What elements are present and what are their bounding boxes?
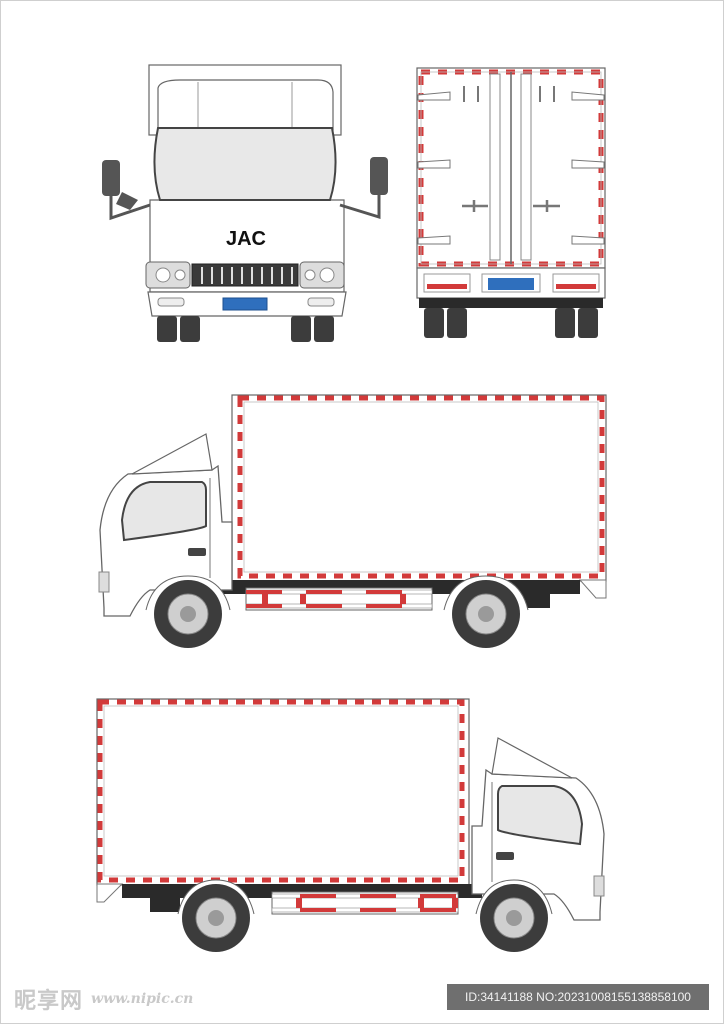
front-wheel-right-inner <box>291 316 311 342</box>
watermark: 昵享网 www.nipic.cn <box>14 984 193 1014</box>
headlight-side-left <box>98 571 110 593</box>
rear-wheel-2 <box>447 308 467 338</box>
headlight-left-lamp-small <box>174 269 186 281</box>
cab-deflector-right <box>491 737 573 779</box>
cab-window-right <box>497 785 584 846</box>
cab-window-left <box>120 481 207 542</box>
fog-lamp-right <box>307 297 335 307</box>
rear-corner-guard-left <box>578 579 607 599</box>
side-reflective-tape-left <box>237 395 605 579</box>
headlight-left-lamp <box>155 267 171 283</box>
side-panel-inner-right <box>103 705 459 877</box>
cab-roof <box>157 79 334 131</box>
front-wheel-right-outer <box>314 316 334 342</box>
rear-hinges <box>417 91 605 245</box>
watermark-url: www.nipic.cn <box>91 991 194 1007</box>
top-latches <box>463 86 555 102</box>
watermark-brand: 昵享网 <box>14 989 84 1014</box>
front-wheel-left-side <box>145 575 231 648</box>
front-license-plate <box>222 297 268 311</box>
brand-logo: JAC <box>226 228 266 250</box>
rear-corner-guard-right <box>96 883 124 903</box>
rear-wheel-1 <box>424 308 444 338</box>
side-cargo-box-right <box>96 698 470 886</box>
lock-bar-right <box>520 73 532 261</box>
headlight-right-lamp <box>319 267 335 283</box>
lock-bar-left <box>489 73 501 261</box>
door-handle-left-icon <box>462 200 488 212</box>
front-wheel-right-side <box>475 879 553 952</box>
roof-lines <box>197 82 293 128</box>
grille-slats <box>201 267 293 284</box>
cab-deflector-left <box>131 433 213 475</box>
side-underrun-guard-left <box>245 587 433 611</box>
fog-lamp-left <box>157 297 185 307</box>
side-reflective-tape-right <box>97 699 465 883</box>
front-wheel-left-inner <box>180 316 200 342</box>
door-handle-right-icon <box>533 200 560 212</box>
mirror-left-icon <box>102 160 120 196</box>
side-underrun-guard-right <box>271 891 459 915</box>
mirror-lower-left <box>116 192 138 210</box>
front-wheel-left-outer <box>157 316 177 342</box>
headlight-side-right <box>593 875 605 897</box>
rear-license-plate <box>488 278 534 290</box>
rear-wheel-right-side <box>177 879 255 952</box>
rear-wheel-4 <box>578 308 598 338</box>
rear-chassis <box>419 298 603 308</box>
mirror-right-icon <box>370 157 388 195</box>
mirror-arm-right <box>339 195 381 220</box>
headlight-right-lamp-small <box>304 269 316 281</box>
mirror-arm-left <box>109 196 151 221</box>
tail-lamp-left-red <box>427 284 467 289</box>
chassis-rear-left <box>520 594 550 608</box>
door-handle-right-side <box>496 852 514 860</box>
windshield <box>153 127 337 201</box>
image-id-text: ID:34141188 NO:20231008155138858100 <box>465 990 691 1004</box>
image-id-bar: ID:34141188 NO:20231008155138858100 <box>447 984 709 1010</box>
side-cargo-box-left <box>231 394 607 582</box>
chassis-rear-right <box>150 898 180 912</box>
rear-wheel-3 <box>555 308 575 338</box>
tail-lamp-right-red <box>556 284 596 289</box>
rear-wheel-left-side <box>443 575 529 648</box>
door-handle-left-side <box>188 548 206 556</box>
side-panel-inner-left <box>243 401 599 573</box>
